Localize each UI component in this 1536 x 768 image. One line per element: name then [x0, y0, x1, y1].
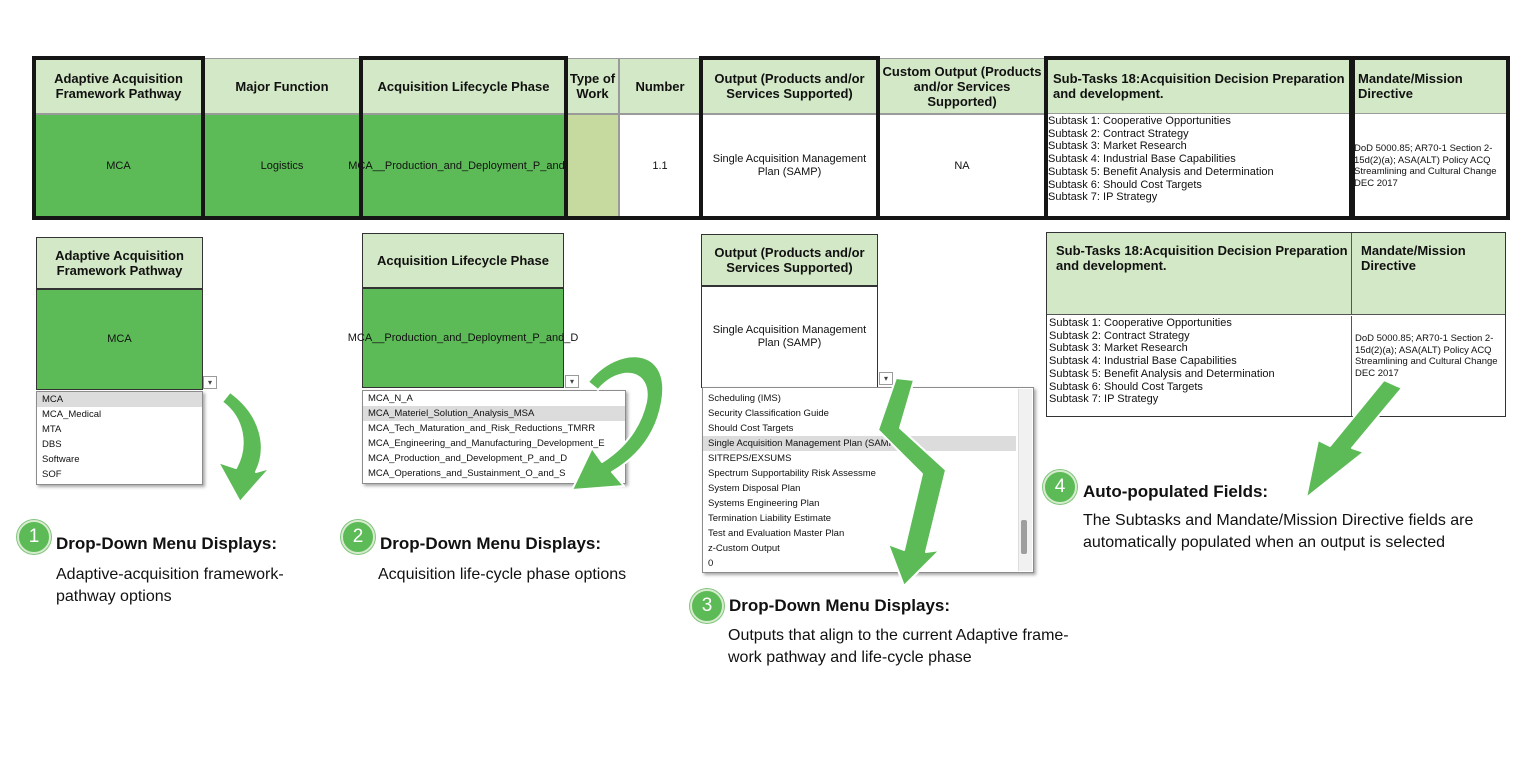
phase-dropdown-list[interactable]: MCA_N_A MCA_Materiel_Solution_Analysis_M… [362, 390, 626, 484]
dropdown-option[interactable]: MCA_Engineering_and_Manufacturing_Develo… [368, 438, 605, 449]
caption-title: Auto-populated Fields: [1083, 482, 1269, 501]
step-number-badge: 4 [1043, 470, 1077, 504]
subtask-item: Subtask 5: Benefit Analysis and Determin… [1049, 367, 1275, 380]
dropdown-option[interactable]: MCA_Medical [42, 409, 102, 420]
caption-text: Acquisition life-cycle phase options [378, 566, 627, 583]
pathway-header: Adaptive Acquisition Framework Pathway [36, 237, 203, 289]
dropdown-option[interactable]: MCA [37, 392, 202, 407]
pathway-dropdown-list[interactable]: MCA MCA_Medical MTA DBS Software SOF [36, 391, 203, 485]
subtask-item: Subtask 7: IP Strategy [1048, 191, 1158, 204]
caption-text: The Subtasks and Mandate/Mission Directi… [1083, 512, 1474, 551]
autopop-mandate-header: Mandate/Mission Directive [1352, 233, 1505, 315]
dropdown-option[interactable]: Software [42, 454, 80, 465]
dropdown-option[interactable]: MCA_Tech_Maturation_and_Risk_Reductions_… [368, 423, 596, 434]
phase-header: Acquisition Lifecycle Phase [362, 233, 564, 288]
header-pathway: Adaptive Acquisition Framework Pathway [34, 58, 203, 114]
autopop-mandate: DoD 5000.85; AR70-1 Section 2-15d(2)(a);… [1355, 333, 1498, 379]
phase-selected-value[interactable]: MCA__Production_and_Deployment_P_and_D [348, 288, 578, 388]
subtask-item: Subtask 1: Cooperative Opportunities [1048, 115, 1231, 127]
dropdown-option[interactable]: Test and Evaluation Master Plan [708, 528, 845, 539]
header-custom-output: Custom Output (Products and/or Services … [878, 58, 1046, 114]
header-subtasks: Sub-Tasks 18:Acquisition Decision Prepar… [1046, 58, 1351, 114]
subtask-item: Subtask 2: Contract Strategy [1048, 127, 1189, 140]
header-phase: Acquisition Lifecycle Phase [361, 58, 566, 114]
cell-custom-output[interactable]: NA [878, 114, 1046, 218]
subtask-item: Subtask 4: Industrial Base Capabilities [1049, 355, 1237, 368]
cell-pathway[interactable]: MCA [34, 114, 203, 218]
caption-title: Drop-Down Menu Displays: [729, 596, 951, 615]
subtask-item: Subtask 7: IP Strategy [1049, 393, 1159, 406]
curved-arrow-icon [217, 391, 271, 503]
dropdown-option[interactable]: MCA_Operations_and_Sustainment_O_and_S [368, 468, 566, 479]
step-number-badge: 1 [17, 520, 51, 554]
chevron-down-icon[interactable]: ▾ [203, 376, 217, 389]
dropdown-option[interactable]: MCA_Materiel_Solution_Analysis_MSA [363, 406, 625, 421]
subtask-item: Subtask 6: Should Cost Targets [1048, 178, 1202, 191]
dropdown-option[interactable]: 0 [708, 558, 714, 569]
subtask-item: Subtask 3: Market Research [1049, 342, 1188, 355]
chevron-down-icon[interactable]: ▾ [879, 372, 893, 385]
curved-arrow-icon [571, 355, 665, 491]
dropdown-option[interactable]: MCA_Production_and_Development_P_and_D [368, 453, 568, 464]
header-output: Output (Products and/or Services Support… [701, 58, 878, 114]
autopop-subtasks-header: Sub-Tasks 18:Acquisition Decision Prepar… [1047, 233, 1352, 315]
pathway-selected-value[interactable]: MCA [36, 289, 203, 390]
subtask-item: Subtask 6: Should Cost Targets [1049, 380, 1203, 393]
dropdown-option[interactable]: Single Acquisition Management Plan (SAMP… [703, 436, 1016, 451]
dropdown-option[interactable]: SOF [42, 469, 62, 480]
output-selected-value[interactable]: Single Acquisition Management Plan (SAMP… [701, 286, 878, 388]
subtask-item: Subtask 4: Industrial Base Capabilities [1048, 153, 1236, 166]
cell-subtasks: Subtask 1: Cooperative Opportunities Sub… [1046, 114, 1351, 218]
chevron-down-icon[interactable]: ▾ [565, 375, 579, 388]
cell-output[interactable]: Single Acquisition Management Plan (SAMP… [701, 114, 878, 218]
curved-arrow-icon [877, 377, 947, 587]
header-type-of-work: Type of Work [566, 58, 619, 114]
caption-text: Adaptive-acquisition framework-pathway o… [56, 566, 284, 605]
caption-text: Outputs that align to the current Adapti… [728, 627, 1069, 666]
subtask-item: Subtask 5: Benefit Analysis and Determin… [1048, 165, 1274, 178]
caption-title: Drop-Down Menu Displays: [380, 534, 602, 553]
dropdown-option[interactable]: DBS [42, 439, 62, 450]
step-number-badge: 3 [690, 589, 724, 623]
table-bottom-border [32, 216, 1510, 220]
subtask-item: Subtask 3: Market Research [1048, 140, 1187, 153]
autopop-frame [1046, 232, 1506, 417]
cell-phase[interactable]: MCA__Production_and_Deployment_P_and_D [348, 114, 579, 218]
step-number-badge: 2 [341, 520, 375, 554]
autopop-subtasks: Subtask 1: Cooperative Opportunities Sub… [1047, 316, 1352, 416]
subtask-item: Subtask 1: Cooperative Opportunities [1049, 317, 1232, 329]
dropdown-option[interactable]: MCA_N_A [368, 393, 413, 404]
cell-major-function[interactable]: Logistics [203, 114, 361, 218]
caption-title: Drop-Down Menu Displays: [56, 534, 278, 553]
dropdown-option[interactable]: Security Classification Guide [708, 408, 829, 419]
subtask-item: Subtask 2: Contract Strategy [1049, 329, 1190, 342]
dropdown-option[interactable]: Systems Engineering Plan [708, 498, 820, 509]
dropdown-option[interactable]: z-Custom Output [708, 543, 780, 554]
dropdown-option[interactable]: Spectrum Supportability Risk Assessme [708, 468, 876, 479]
output-dropdown-list[interactable]: Scheduling (IMS) Security Classification… [702, 387, 1034, 573]
scrollbar-thumb[interactable] [1021, 520, 1027, 554]
curved-arrow-icon [1305, 379, 1403, 499]
header-number: Number [619, 58, 701, 114]
output-header: Output (Products and/or Services Support… [701, 234, 878, 286]
header-mandate: Mandate/Mission Directive [1351, 58, 1508, 114]
dropdown-option[interactable]: Scheduling (IMS) [708, 393, 781, 404]
cell-mandate: DoD 5000.85; AR70-1 Section 2-15d(2)(a);… [1351, 114, 1508, 218]
dropdown-option[interactable]: Termination Liability Estimate [708, 513, 832, 524]
dropdown-option[interactable]: System Disposal Plan [708, 483, 801, 494]
dropdown-option[interactable]: SITREPS/EXSUMS [708, 453, 792, 464]
dropdown-option[interactable]: MTA [42, 424, 62, 435]
dropdown-option[interactable]: Should Cost Targets [708, 423, 794, 434]
